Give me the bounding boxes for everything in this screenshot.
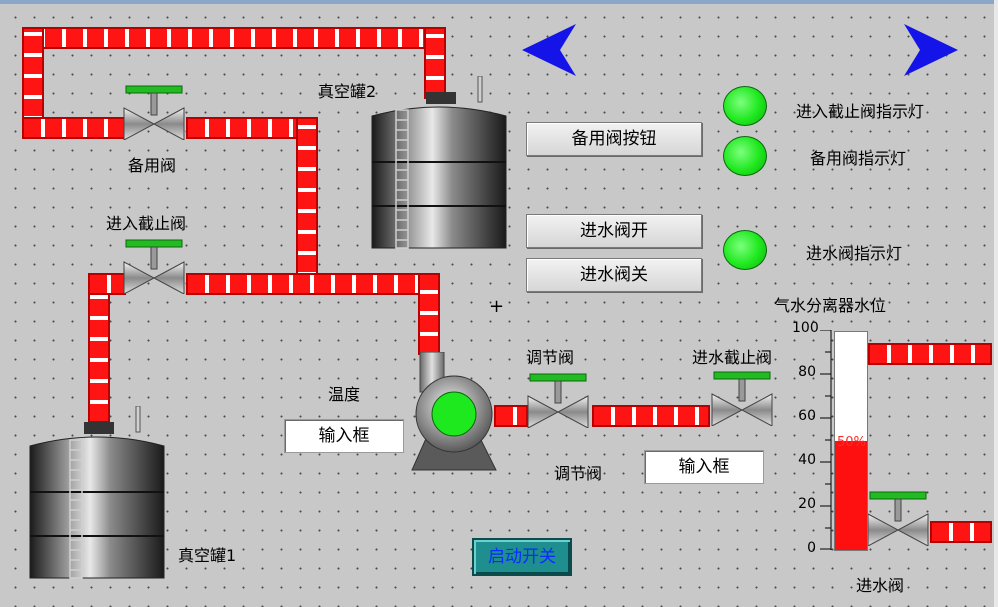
gauge-tick-40: 40 — [798, 452, 816, 468]
backup-valve-icon[interactable] — [122, 84, 186, 140]
separator-level-bar: 50% — [834, 331, 868, 551]
lamp-backup-label: 备用阀指示灯 — [810, 149, 907, 168]
gauge-tick-60: 60 — [798, 408, 816, 424]
cursor-cross: + — [489, 296, 505, 317]
regulating-valve-icon[interactable] — [526, 372, 590, 428]
gauge-scale — [820, 330, 832, 550]
backup-valve-label: 备用阀 — [128, 156, 177, 175]
inlet-water-valve-icon[interactable] — [866, 490, 930, 546]
gauge-tick-20: 20 — [798, 496, 816, 512]
gauge-tick-100: 100 — [792, 320, 819, 336]
inlet-stop-valve-label: 进入截止阀 — [106, 214, 187, 233]
separator-level-value: 50% — [837, 434, 866, 450]
pipe-separator-bottom — [930, 521, 992, 543]
inlet-water-valve-label: 进水阀 — [856, 576, 905, 595]
temperature-label: 温度 — [328, 385, 361, 404]
pipe-pump-out — [494, 405, 528, 427]
pipe-tank1-rise — [88, 273, 110, 423]
lamp-inlet-stop-label: 进入截止阀指示灯 — [796, 102, 925, 121]
lamp-inlet-water-label: 进水阀指示灯 — [806, 244, 903, 263]
separator-level-fill — [835, 441, 867, 550]
nav-right-icon[interactable] — [902, 22, 960, 78]
inlet-water-stop-valve-label: 进水截止阀 — [692, 348, 773, 367]
backup-valve-lamp — [723, 136, 767, 176]
pipe-loop-bottom-right — [186, 117, 318, 139]
pipe-separator-top — [868, 343, 992, 365]
nav-left-icon[interactable] — [520, 22, 578, 78]
open-inlet-water-button[interactable]: 进水阀开 — [526, 214, 702, 248]
pipe-tank2-drop — [424, 27, 446, 99]
inlet-stop-valve-icon[interactable] — [122, 238, 186, 294]
pipe-left-loop — [22, 27, 44, 139]
pipe-to-pump — [418, 273, 440, 355]
backup-valve-button[interactable]: 备用阀按钮 — [526, 122, 702, 156]
separator-level-label: 气水分离器水位 — [774, 296, 887, 315]
tank2-label: 真空罐2 — [318, 82, 377, 101]
start-switch-button[interactable]: 启动开关 — [472, 538, 572, 576]
inlet-water-stop-valve-icon[interactable] — [710, 370, 774, 426]
inlet-stop-valve-lamp — [723, 86, 767, 126]
tank1-label: 真空罐1 — [178, 546, 237, 565]
temperature-input[interactable]: 输入框 — [284, 419, 404, 453]
vacuum-tank-1 — [29, 406, 165, 579]
inlet-water-valve-lamp — [723, 230, 767, 270]
regulating-valve-bottom-label: 调节阀 — [554, 464, 603, 483]
pipe-tank1-elbow — [88, 273, 126, 295]
pipe-loop-bottom-left — [22, 117, 126, 139]
regulating-input[interactable]: 输入框 — [644, 450, 764, 484]
pipe-middle-horizontal — [186, 273, 440, 295]
regulating-valve-top-label: 调节阀 — [526, 348, 575, 367]
gauge-tick-80: 80 — [798, 364, 816, 380]
vacuum-tank-2 — [371, 76, 507, 249]
pipe-between-valves — [592, 405, 710, 427]
pipe-center-vertical — [296, 117, 318, 295]
gauge-tick-0: 0 — [807, 540, 816, 556]
window-frame — [994, 0, 998, 607]
pipe-top — [22, 27, 446, 49]
pump-icon — [411, 352, 497, 471]
close-inlet-water-button[interactable]: 进水阀关 — [526, 258, 702, 292]
